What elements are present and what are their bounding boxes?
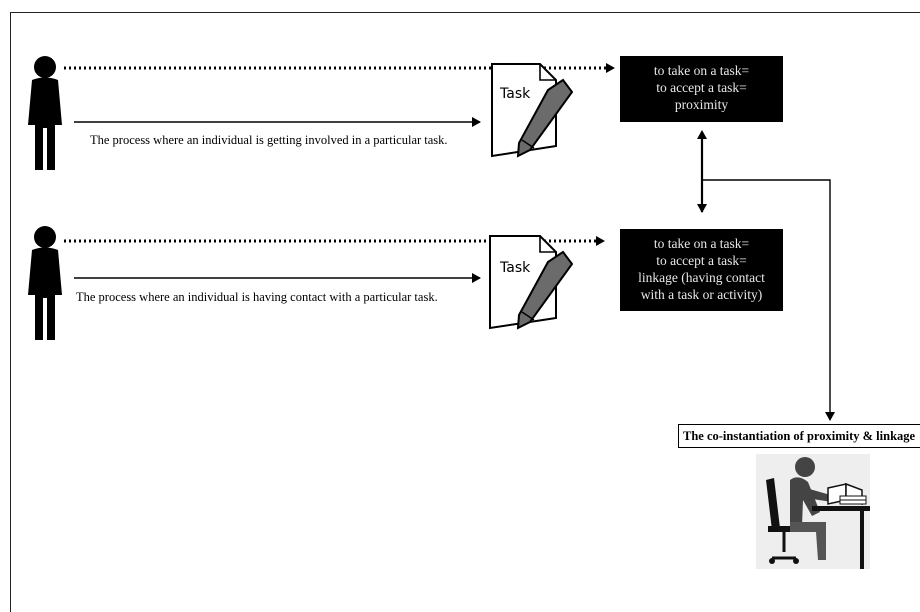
- linkage-box-line-1: to take on a task=: [653, 236, 750, 251]
- person-icon-row-2: [28, 226, 62, 340]
- proximity-box: to take on a task= to accept a task= pro…: [620, 56, 783, 122]
- proximity-box-line-1: to take on a task=: [653, 63, 750, 78]
- process-label-row-2: The process where an individual is havin…: [76, 290, 438, 304]
- pencil-icon-row-1: [516, 78, 574, 158]
- process-label-row-1: The process where an individual is getti…: [90, 133, 448, 147]
- person-working-at-desk-icon: [756, 454, 870, 569]
- task-label-row-2: Task: [499, 260, 531, 276]
- linkage-box-line-3: linkage (having contact: [638, 270, 765, 285]
- diagram-frame: [10, 12, 920, 612]
- proximity-box-line-3: proximity: [674, 97, 729, 112]
- task-label-row-1: Task: [499, 86, 531, 102]
- linkage-box-line-4: with a task or activity): [640, 287, 763, 302]
- person-icon-row-1: [28, 56, 62, 170]
- proximity-box-line-2: to accept a task=: [656, 80, 747, 95]
- diagram-canvas: Task Task: [28, 56, 870, 569]
- connector-to-result: [703, 179, 835, 421]
- linkage-box-line-2: to accept a task=: [656, 253, 747, 268]
- pencil-icon-row-2: [516, 250, 574, 330]
- co-instantiation-label: The co-instantiation of proximity & link…: [678, 424, 920, 448]
- linkage-box: to take on a task= to accept a task= lin…: [620, 229, 783, 311]
